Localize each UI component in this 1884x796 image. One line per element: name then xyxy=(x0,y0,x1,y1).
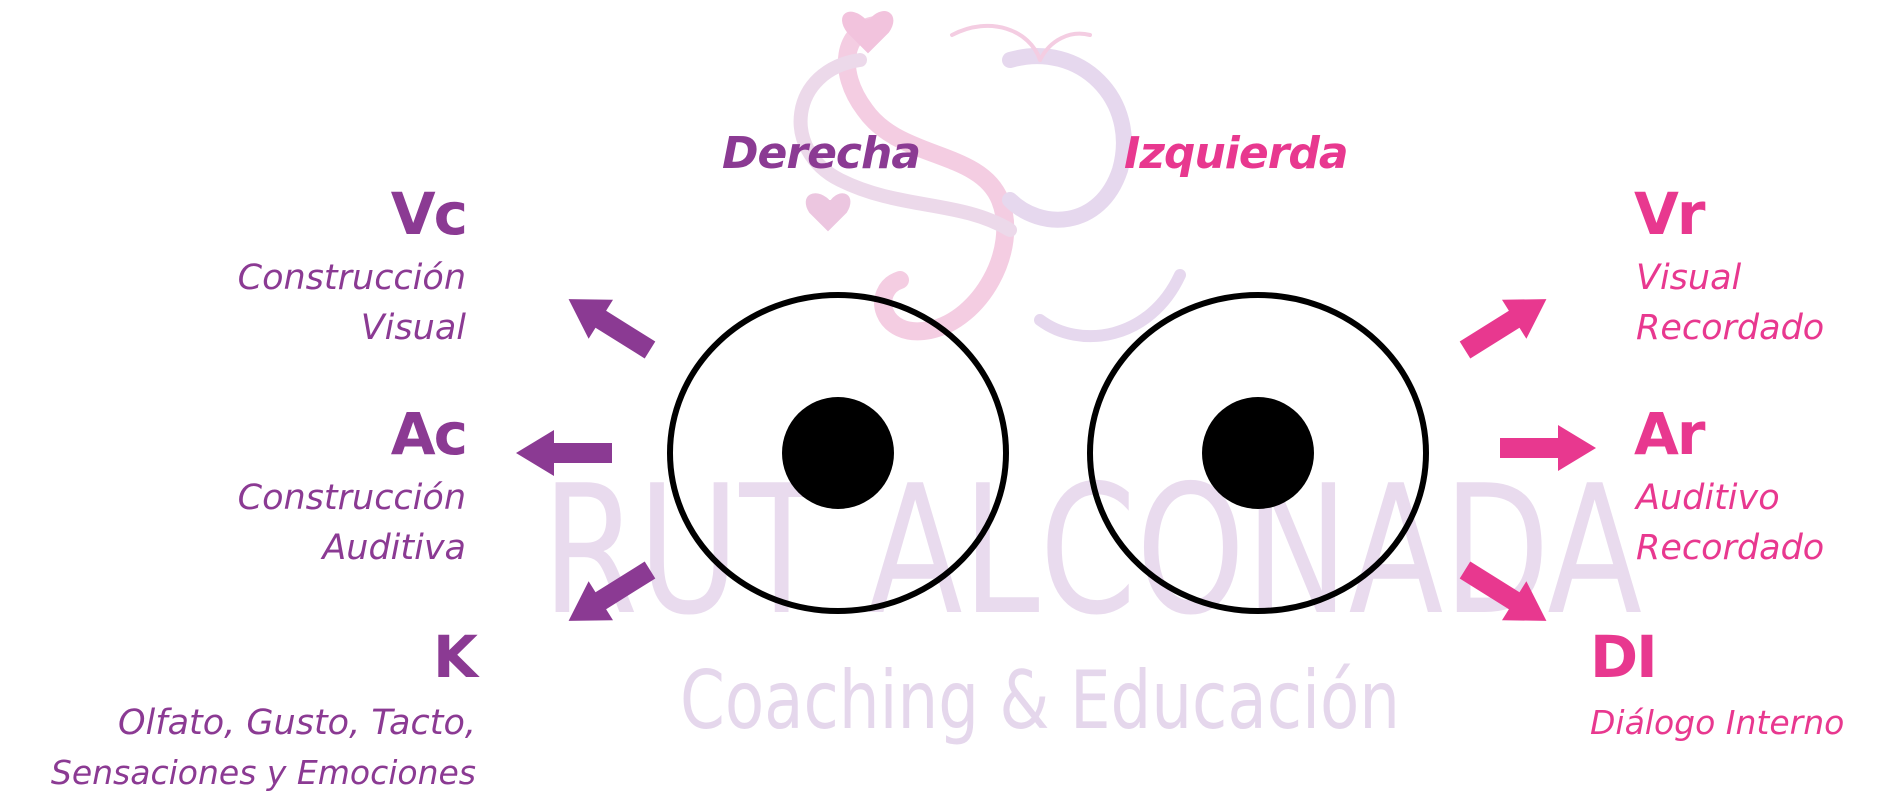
arrow-down-right-icon xyxy=(1452,550,1559,641)
watermark-tagline: Coaching & Educación xyxy=(680,654,1400,747)
eye-right-outline xyxy=(667,292,1009,614)
arrow-up-left-icon xyxy=(556,279,663,370)
desc-di: Diálogo Interno xyxy=(1590,698,1844,748)
desc-ar-line-1: Auditivo xyxy=(1636,478,1780,518)
eye-left-pupil xyxy=(1202,397,1314,509)
code-vr: Vr xyxy=(1634,180,1705,248)
header-izquierda: Izquierda xyxy=(1124,128,1349,179)
code-ac: Ac xyxy=(390,400,468,468)
desc-vc-line-2: Visual xyxy=(360,308,466,348)
watermark-heart-swirl-logo xyxy=(793,11,1186,343)
arrow-up-right-icon xyxy=(1452,279,1559,370)
eye-left xyxy=(1087,292,1429,614)
header-derecha: Derecha xyxy=(722,128,921,179)
code-k: K xyxy=(433,623,478,691)
desc-ac-line-1: Construcción xyxy=(237,478,466,518)
desc-di-line-1: Diálogo Interno xyxy=(1590,703,1845,742)
desc-ar-line-2: Recordado xyxy=(1636,528,1825,568)
desc-k: Olfato, Gusto, Tacto, Sensaciones y Emoc… xyxy=(51,698,476,796)
desc-vc-line-1: Construcción xyxy=(237,258,466,298)
desc-k-line-2: Sensaciones y Emociones xyxy=(50,753,476,792)
desc-ar: Auditivo Recordado xyxy=(1636,473,1824,573)
desc-ac-line-2: Auditiva xyxy=(322,528,466,568)
desc-ac: Construcción Auditiva xyxy=(238,473,466,573)
code-di: DI xyxy=(1590,623,1658,691)
eye-left-outline xyxy=(1087,292,1429,614)
arrow-right-icon xyxy=(1500,425,1596,471)
eye-right xyxy=(667,292,1009,614)
desc-vr-line-1: Visual xyxy=(1636,258,1742,298)
desc-vr: Visual Recordado xyxy=(1636,253,1824,353)
desc-vr-line-2: Recordado xyxy=(1636,308,1825,348)
eye-right-pupil xyxy=(782,397,894,509)
arrow-left-icon xyxy=(516,430,612,476)
desc-vc: Construcción Visual xyxy=(238,253,466,353)
desc-k-line-1: Olfato, Gusto, Tacto, xyxy=(117,703,476,743)
arrow-down-left-icon xyxy=(556,550,663,641)
code-vc: Vc xyxy=(390,180,468,248)
code-ar: Ar xyxy=(1634,400,1705,468)
